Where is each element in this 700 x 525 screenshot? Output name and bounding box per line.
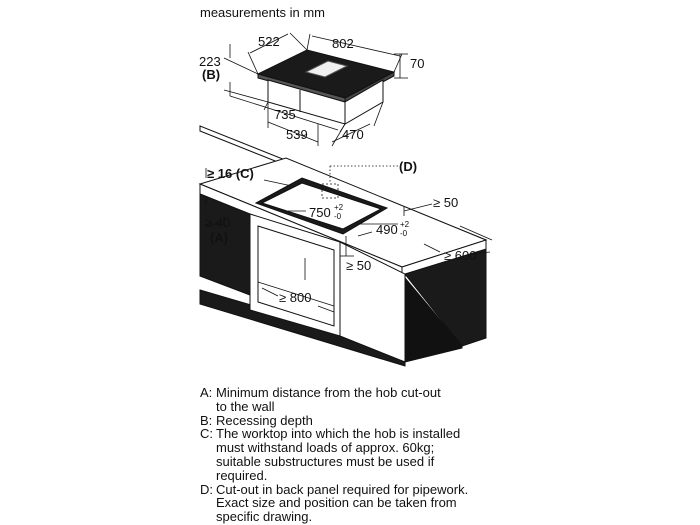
worktop-dimension-lines bbox=[205, 165, 493, 313]
dim-back-gap: ≥ 50 bbox=[433, 195, 458, 210]
dim-750-tol-minus: -0 bbox=[334, 212, 342, 221]
legend-line: suitable substructures must be used if bbox=[216, 453, 435, 469]
label-worktop-c: ≥ 16 (C) bbox=[207, 166, 254, 181]
label-a: (A) bbox=[210, 230, 228, 245]
dim-front-gap: ≥ 50 bbox=[346, 258, 371, 273]
legend-key: A: bbox=[200, 385, 213, 400]
legend-item-d: D: Cut-out in back panel required for pi… bbox=[200, 481, 620, 525]
legend-line: Cut-out in back panel required for pipew… bbox=[216, 481, 469, 497]
dim-490-tol-minus: -0 bbox=[400, 229, 408, 238]
dim-worktop-depth: ≥ 600 bbox=[444, 248, 476, 263]
label-b: (B) bbox=[202, 67, 220, 82]
legend-item-a: A: Minimum distance from the hob cut-out… bbox=[200, 386, 620, 414]
legend-key: C: bbox=[200, 426, 213, 442]
legend-line: to the wall bbox=[216, 398, 275, 414]
legend-text: Cut-out in back panel required for pipew… bbox=[216, 481, 620, 525]
dim-223: 223 bbox=[199, 54, 221, 69]
dim-802: 802 bbox=[332, 36, 354, 51]
hob-dimension-lines bbox=[223, 32, 408, 147]
legend-line: The worktop into which the hob is instal… bbox=[216, 426, 461, 442]
legend-line: Exact size and position can be taken fro… bbox=[216, 495, 457, 511]
dim-70: 70 bbox=[410, 56, 424, 71]
legend-line: required. bbox=[216, 467, 268, 483]
legend-key: D: bbox=[200, 481, 213, 497]
legend: A: Minimum distance from the hob cut-out… bbox=[200, 386, 620, 524]
worktop-cabinet bbox=[198, 125, 488, 367]
dim-735: 735 bbox=[274, 107, 296, 122]
legend-line: must withstand loads of approx. 60kg; bbox=[216, 440, 435, 456]
dim-522: 522 bbox=[258, 34, 280, 49]
label-d: (D) bbox=[399, 159, 417, 174]
legend-line: specific drawing. bbox=[216, 509, 313, 525]
dim-750-tol-plus: +2 bbox=[334, 203, 344, 212]
dim-490: 490 bbox=[376, 222, 398, 237]
dim-wall-min: ≥ 40 bbox=[205, 215, 230, 230]
legend-item-b: B: Recessing depth bbox=[200, 412, 620, 428]
legend-text: Minimum distance from the hob cut-out to… bbox=[216, 386, 620, 414]
legend-line: Recessing depth bbox=[216, 412, 313, 428]
legend-text: Recessing depth bbox=[216, 412, 620, 428]
dim-470: 470 bbox=[342, 127, 364, 142]
dim-490-tol-plus: +2 bbox=[400, 220, 410, 229]
legend-item-c: C: The worktop into which the hob is ins… bbox=[200, 427, 620, 482]
legend-text: The worktop into which the hob is instal… bbox=[216, 427, 620, 482]
dim-539: 539 bbox=[286, 127, 308, 142]
measurements-title: measurements in mm bbox=[200, 5, 325, 20]
legend-line: Minimum distance from the hob cut-out bbox=[216, 385, 441, 400]
dim-cabinet-width: ≥ 800 bbox=[279, 290, 311, 305]
legend-key: B: bbox=[200, 412, 213, 428]
dim-750: 750 bbox=[309, 205, 331, 220]
